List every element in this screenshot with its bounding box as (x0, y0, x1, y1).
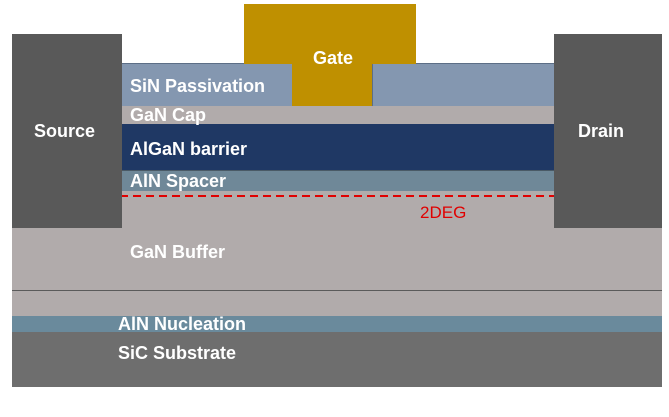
drain-label: Drain (578, 121, 625, 141)
gate-contact-top-notch (292, 0, 370, 4)
buffer-step-line (12, 290, 662, 291)
two-deg-label: 2DEG (420, 203, 467, 222)
sin-passivation-right (372, 63, 554, 106)
two-deg-line (120, 195, 555, 197)
aln-spacer-layer (122, 170, 554, 191)
sic-substrate-layer (12, 331, 662, 387)
gate-contact-head (244, 4, 416, 64)
gan-buffer-label: GaN Buffer (130, 242, 226, 262)
sin-passivation-left (122, 63, 292, 106)
aln-nucleation-layer (12, 315, 662, 332)
sic-substrate-label: SiC Substrate (118, 343, 237, 363)
source-label: Source (34, 121, 96, 141)
gate-contact-stem (292, 63, 372, 106)
gate-label: Gate (313, 48, 354, 68)
algan-barrier-label: AlGaN barrier (130, 139, 248, 159)
aln-spacer-label: AlN Spacer (130, 171, 227, 191)
source-contact (12, 34, 122, 228)
algan-barrier-layer (122, 124, 554, 170)
gan-cap-layer (122, 106, 554, 124)
drain-contact (554, 34, 662, 228)
aln-nucleation-label: AlN Nucleation (118, 314, 247, 334)
gan-cap-label: GaN Cap (130, 105, 207, 125)
sin-passivation-label: SiN Passivation (130, 76, 266, 96)
